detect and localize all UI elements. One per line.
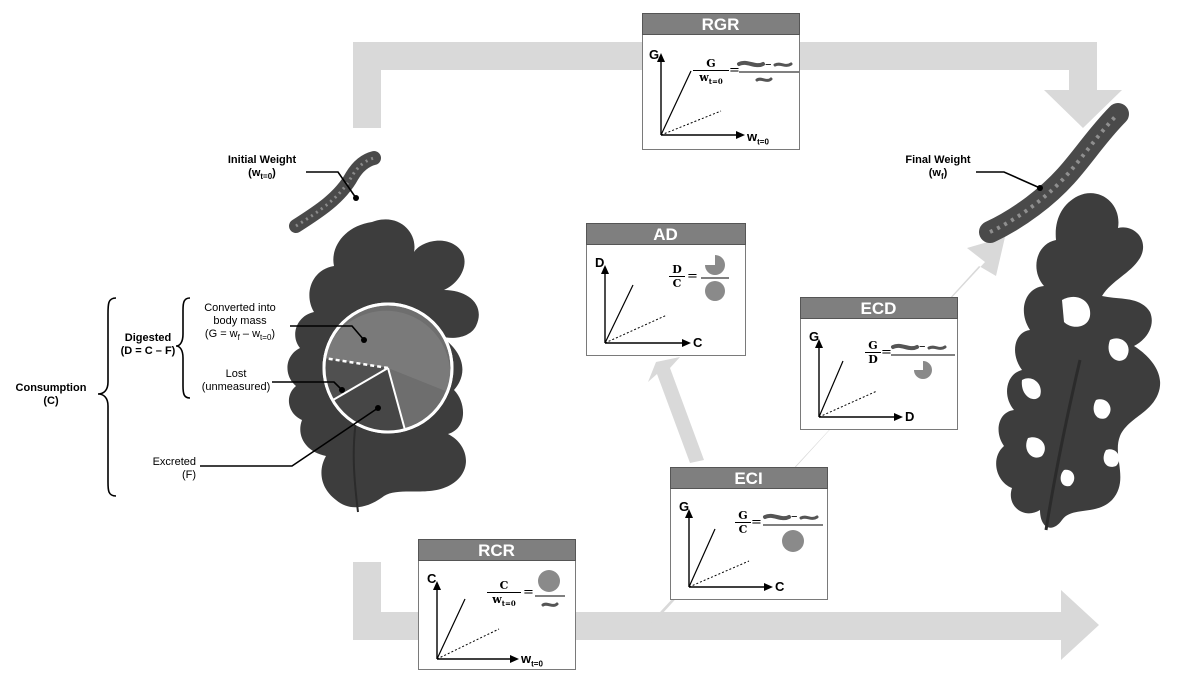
panel-eci-equals: = [751, 515, 762, 530]
panel-rgr-title: RGR [641, 13, 800, 35]
panel-rgr-plot [657, 53, 799, 139]
initial-caterpillar [289, 151, 381, 233]
leader-lines [200, 171, 1041, 467]
leader-final-weight [976, 171, 1041, 189]
panel-eci-x-axis-label: C [775, 579, 785, 594]
lost-label: Lost(unmeasured) [201, 368, 271, 393]
panel-rcr-x-axis-label: wt=0 [521, 651, 543, 669]
panel-rcr-title: RCR [417, 539, 576, 561]
digested-label: Digested(D = C – F) [120, 332, 176, 357]
panel-rgr-y-axis-label: G [649, 47, 660, 62]
panel-ad-ratio: D C [669, 263, 685, 290]
panel-eci-ratio: G C [735, 509, 751, 536]
panel-ecd-x-axis-label: D [905, 409, 915, 424]
panel-ecd-ratio: G D [865, 339, 881, 366]
consumption-brace [97, 297, 117, 497]
panel-ecd-equals: = [881, 345, 892, 360]
leader-lost [272, 381, 343, 391]
panel-rcr-y-axis-label: C [427, 571, 437, 586]
consumption-pie [322, 302, 454, 434]
ad-flow-arrow [648, 357, 704, 463]
panel-rcr-plot [433, 570, 565, 663]
panel-rgr: RGR G wt=0 G wt=0 = – [641, 13, 800, 150]
panel-rgr-equals: = [729, 63, 740, 78]
panel-ad: AD D C D C = [585, 223, 746, 356]
final-leaf [996, 193, 1161, 531]
excreted-label: Excreted(F) [152, 456, 196, 481]
braces [97, 297, 191, 497]
top-flow-arrow [353, 42, 1122, 128]
leader-initial-weight [306, 171, 357, 199]
panel-ad-y-axis-label: D [595, 255, 605, 270]
panel-rgr-x-axis-label: wt=0 [747, 129, 769, 147]
panel-eci-title: ECI [669, 467, 828, 489]
initial-weight-label: Initial Weight (wt=0) [227, 154, 297, 182]
panel-eci: ECI G C G C = – [669, 467, 828, 600]
panel-rgr-ratio: G wt=0 [693, 57, 729, 86]
final-caterpillar [979, 103, 1129, 243]
panel-ad-x-axis-label: C [693, 335, 703, 350]
panel-ecd-plot [815, 339, 955, 421]
panel-ad-plot [601, 255, 729, 347]
panel-ecd-minus: – [919, 339, 926, 354]
panel-ecd-y-axis-label: G [809, 329, 820, 344]
final-weight-label: Final Weight (wf) [905, 154, 971, 182]
digested-brace [175, 297, 191, 399]
panel-eci-y-axis-label: G [679, 499, 690, 514]
panel-ad-title: AD [585, 223, 746, 245]
panel-rcr: RCR C wt=0 C wt=0 = [417, 539, 576, 670]
panel-ecd: ECD G D G D = – [799, 297, 958, 430]
panel-rgr-minus: – [765, 57, 772, 72]
leader-excreted [200, 407, 379, 467]
panel-rcr-equals: = [523, 585, 534, 600]
pie-slice-excreted [333, 368, 405, 433]
panel-rcr-ratio: C wt=0 [487, 579, 521, 608]
panel-eci-minus: – [791, 509, 798, 524]
leader-converted [290, 325, 365, 341]
panel-ecd-title: ECD [799, 297, 958, 319]
panel-eci-plot [685, 509, 823, 591]
panel-ad-equals: = [687, 269, 698, 284]
consumption-label: Consumption(C) [15, 382, 87, 407]
